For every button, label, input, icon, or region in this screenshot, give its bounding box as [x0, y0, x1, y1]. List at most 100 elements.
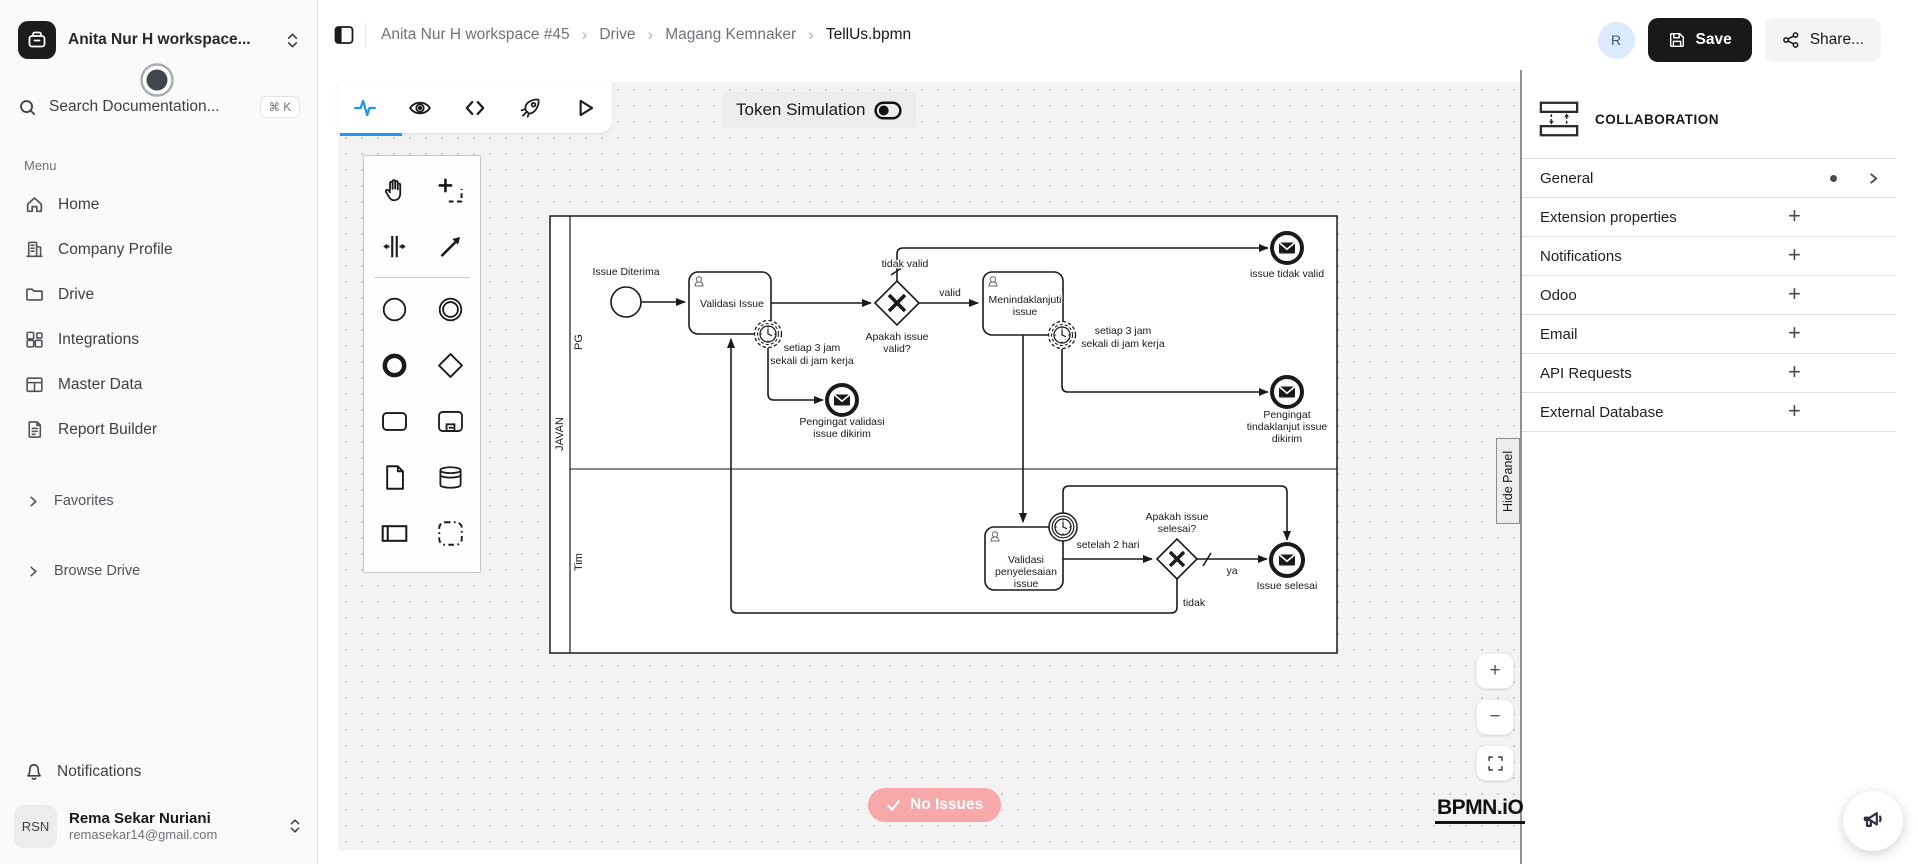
tab-deploy[interactable] [510, 88, 550, 128]
bpmn-end-issue-selesai[interactable]: Issue selesai [1255, 542, 1319, 594]
add-entry-button[interactable]: + [1788, 202, 1801, 228]
create-data-object[interactable] [372, 455, 416, 499]
tab-xml-code[interactable] [455, 88, 495, 128]
section-api-requests[interactable]: API Requests + [1522, 354, 1896, 393]
space-tool[interactable] [372, 224, 416, 268]
fit-viewport-button[interactable] [1476, 745, 1514, 781]
bpmn-io-logo[interactable]: BPMN.iO [1435, 796, 1526, 824]
create-participant[interactable] [372, 511, 416, 555]
section-notifications[interactable]: Notifications + [1522, 237, 1896, 276]
breadcrumb-drive[interactable]: Drive [599, 26, 636, 43]
create-task[interactable] [372, 399, 416, 443]
add-entry-button[interactable]: + [1788, 241, 1801, 267]
bpmn-diagram[interactable]: JAVAN PG Tim [549, 215, 1339, 655]
tab-preview[interactable] [400, 88, 440, 128]
bpmn-palette [363, 155, 481, 573]
bpmn-task-menindaklanjuti-issue[interactable]: Menindaklanjuti issue setiap 3 jam sekal… [982, 271, 1166, 352]
tab-modeler[interactable] [345, 88, 385, 128]
bpmn-task-validasi-issue[interactable]: Validasi Issue setiap 3 jam sekali di ja… [688, 271, 855, 369]
chevron-right-icon [1870, 173, 1878, 184]
create-intermediate-event[interactable] [428, 287, 472, 331]
share-button[interactable]: Share... [1764, 18, 1881, 62]
token-simulation-toggle[interactable]: Token Simulation [722, 92, 917, 128]
sidebar-item-report-builder[interactable]: Report Builder [18, 407, 300, 452]
user-name: Rema Sekar Nuriani [69, 810, 211, 827]
sidebar-item-drive[interactable]: Drive [18, 272, 300, 317]
sequence-flows[interactable] [641, 244, 1291, 614]
workspace-switcher[interactable]: Anita Nur H workspace... [18, 18, 302, 62]
save-button[interactable]: Save [1647, 18, 1752, 62]
gateway-icon [437, 352, 463, 378]
bpmn-task-validasi-penyelesaian[interactable]: Validasi penyelesaian issue setelah 2 ha… [984, 512, 1141, 592]
create-group[interactable] [428, 511, 472, 555]
user-menu[interactable]: RSN Rema Sekar Nuriani remasekar14@gmail… [14, 800, 304, 852]
intermediate-event-icon [438, 297, 462, 321]
section-label: Email [1540, 325, 1578, 343]
no-issues-button[interactable]: No Issues [868, 788, 1002, 822]
bpmn-end-issue-tidak-valid[interactable]: issue tidak valid [1248, 231, 1326, 282]
sidebar-item-favorites[interactable]: Favorites [26, 487, 114, 515]
sidebar-item-browse-drive[interactable]: Browse Drive [26, 557, 140, 585]
data-store-icon [438, 465, 462, 489]
hide-panel-tab[interactable]: Hide Panel [1496, 438, 1520, 524]
create-subprocess[interactable] [428, 399, 472, 443]
section-email[interactable]: Email + [1522, 315, 1896, 354]
bpmn-start-event[interactable]: Issue Diterima [591, 265, 661, 318]
section-label: External Database [1540, 403, 1664, 421]
create-end-event[interactable] [372, 343, 416, 387]
chevron-right-icon [30, 565, 37, 577]
tab-run[interactable] [565, 88, 605, 128]
add-entry-button[interactable]: + [1788, 358, 1801, 384]
hand-tool-icon [384, 178, 401, 201]
data-object-icon [385, 464, 404, 490]
end1-label-1: Pengingat validasi [799, 416, 884, 428]
add-entry-button[interactable]: + [1788, 397, 1801, 423]
breadcrumb-file: TellUs.bpmn [825, 26, 912, 43]
collaborator-avatar[interactable]: R [1597, 21, 1635, 59]
boundary-timer-3[interactable] [1048, 512, 1078, 542]
zoom-in-button[interactable]: + [1476, 653, 1514, 689]
properties-header: COLLABORATION [1538, 98, 1719, 140]
section-odoo[interactable]: Odoo + [1522, 276, 1896, 315]
task1-label: Validasi Issue [700, 298, 764, 310]
end-event-icon [382, 353, 406, 377]
sidebar-item-company-profile[interactable]: Company Profile [18, 227, 300, 272]
workspace-logo [18, 21, 56, 59]
save-icon [1669, 32, 1684, 48]
sidebar-item-master-data[interactable]: Master Data [18, 362, 300, 407]
breadcrumb-folder[interactable]: Magang Kemnaker [665, 26, 797, 43]
section-general[interactable]: General [1522, 159, 1896, 198]
zoom-out-button[interactable]: − [1476, 699, 1514, 735]
sidebar-item-integrations[interactable]: Integrations [18, 317, 300, 362]
boundary-timer-1[interactable] [753, 319, 783, 349]
edited-dot-indicator [1830, 175, 1837, 182]
create-start-event[interactable] [372, 287, 416, 331]
sidebar-item-notifications[interactable]: Notifications [24, 757, 141, 787]
global-connect-tool[interactable] [428, 224, 472, 268]
lasso-tool[interactable] [428, 168, 472, 212]
breadcrumb-workspace[interactable]: Anita Nur H workspace #45 [381, 26, 570, 43]
create-data-store[interactable] [428, 455, 472, 499]
bpmn-gateway-apakah-issue-selesai[interactable]: Apakah issue selesai? [1144, 510, 1210, 581]
bpmn-pool-javan[interactable]: JAVAN PG Tim [549, 215, 1338, 654]
chevrons-up-down-icon[interactable] [286, 817, 304, 835]
bpmn-end-pengingat-validasi[interactable]: Pengingat validasi issue dikirim [798, 383, 886, 442]
announcements-fab[interactable] [1843, 791, 1903, 851]
section-extension-properties[interactable]: Extension properties + [1522, 198, 1896, 237]
section-external-database[interactable]: External Database + [1522, 393, 1896, 432]
collaboration-icon [1539, 101, 1579, 137]
sidebar-item-home[interactable]: Home [18, 182, 300, 227]
section-label: Extension properties [1540, 208, 1677, 226]
megaphone-icon [1863, 812, 1882, 827]
boundary-timer-2[interactable] [1047, 320, 1077, 350]
start-event-label: Issue Diterima [592, 266, 659, 278]
search-bar[interactable]: Search Documentation... ⌘ K [18, 90, 300, 124]
hand-tool[interactable] [372, 168, 416, 212]
add-entry-button[interactable]: + [1788, 280, 1801, 306]
chevrons-up-down-icon[interactable] [283, 31, 302, 50]
bpmn-end-pengingat-tindaklanjut[interactable]: Pengingat tindaklanjut issue dikirim [1245, 375, 1329, 447]
create-gateway[interactable] [428, 343, 472, 387]
sidebar-toggle-icon[interactable] [333, 24, 355, 46]
add-entry-button[interactable]: + [1788, 319, 1801, 345]
bpmn-gateway-apakah-issue-valid[interactable]: Apakah issue valid? [864, 279, 930, 357]
